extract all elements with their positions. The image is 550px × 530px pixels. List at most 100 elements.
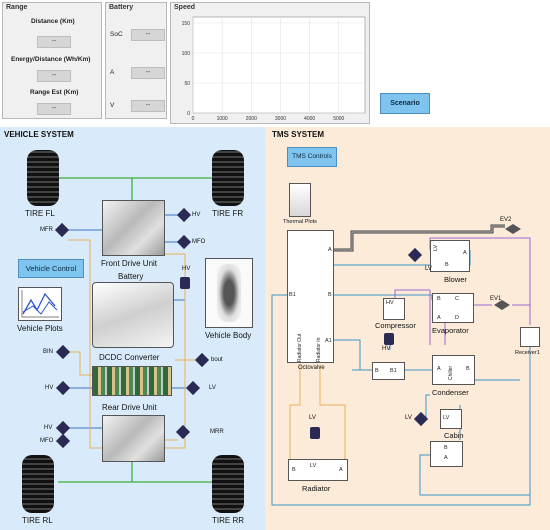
cabin-port-b: B — [444, 445, 448, 451]
scenario-button[interactable]: Scenario — [380, 93, 430, 114]
ev1-valve-icon[interactable] — [494, 300, 502, 310]
octovalve-block[interactable] — [287, 230, 334, 363]
lv-radiator-port-icon[interactable] — [310, 427, 320, 439]
condenser-block[interactable] — [432, 355, 475, 385]
y-tick-label: 150 — [182, 21, 191, 27]
y-tick-label: 0 — [187, 111, 190, 117]
hv-compressor-label: HV — [382, 346, 391, 352]
x-tick-label: 4000 — [304, 116, 315, 122]
cabin-block[interactable] — [440, 409, 462, 429]
vehicle-body-label: Vehicle Body — [205, 331, 252, 340]
condenser-port-a: A — [437, 366, 441, 372]
receiver-label: Receiver1 — [515, 350, 540, 356]
cabin-body-block[interactable] — [430, 441, 463, 467]
blower-block[interactable] — [430, 240, 470, 272]
octo-port-radiator-in: Radiator In — [316, 337, 322, 362]
v-label: V — [110, 102, 115, 109]
front-drive-unit-block[interactable] — [102, 200, 165, 256]
soc-display: -- — [131, 29, 165, 41]
chiller-block[interactable] — [372, 362, 405, 380]
plot-area — [192, 16, 366, 114]
blower-port-a: A — [463, 250, 467, 256]
tire-rr-label: TIRE RR — [212, 516, 244, 525]
octo-port-radiator-out: Radiator Out — [297, 333, 303, 362]
tire-fr-icon[interactable] — [212, 150, 244, 206]
rear-drive-unit-block[interactable] — [102, 415, 165, 462]
battery-block[interactable] — [92, 282, 174, 348]
blower-label: Blower — [444, 275, 467, 284]
vehicle-control-button[interactable]: Vehicle Control — [18, 259, 84, 278]
car-icon — [217, 264, 241, 322]
evaporator-block[interactable] — [432, 293, 474, 323]
energy-display: -- — [37, 70, 71, 82]
mrr-port-label: MRR — [210, 429, 224, 435]
hv-rear-port-label: HV — [44, 425, 53, 431]
vehicle-plots-block[interactable] — [18, 287, 62, 321]
ev1-label: EV1 — [490, 296, 502, 302]
compressor-block[interactable] — [383, 298, 405, 320]
thermal-plots-label: Thermal Plots — [283, 219, 317, 225]
bout-port-label: bout — [211, 357, 223, 363]
x-tick-label: 5000 — [333, 116, 344, 122]
tire-fl-icon[interactable] — [27, 150, 59, 206]
lv-blower-label: LV — [425, 266, 432, 272]
radiator-block[interactable] — [288, 459, 348, 481]
soc-label: SoC — [110, 31, 123, 38]
tire-fr-label: TIRE FR — [212, 209, 244, 218]
front-drive-unit-label: Front Drive Unit — [101, 259, 158, 268]
distance-display: -- — [37, 36, 71, 48]
compressor-label: Compressor — [375, 321, 416, 330]
condenser-chiller-text: Chiller — [448, 365, 454, 380]
hv-front-port-label: HV — [192, 212, 201, 218]
ev2-valve-icon[interactable] — [505, 224, 513, 234]
dcdc-converter-label: DCDC Converter — [99, 353, 160, 362]
v-display: -- — [131, 100, 165, 112]
octo-port-b-mid: B — [328, 292, 332, 298]
x-tick-label: 0 — [192, 116, 195, 122]
energy-label: Energy/Distance (Wh/Km) — [11, 56, 91, 63]
tire-rl-label: TIRE RL — [22, 516, 53, 525]
chiller-port-b: B — [375, 368, 379, 374]
blower-port-lv: LV — [433, 244, 440, 252]
evaporator-port-d: D — [455, 315, 459, 321]
battery-label: Battery — [118, 272, 144, 281]
hv-dcdc-port-label: HV — [45, 385, 54, 391]
chiller-port-b1: B1 — [390, 368, 397, 374]
x-tick-label: 3000 — [275, 116, 286, 122]
tire-rl-icon[interactable] — [22, 455, 54, 513]
lv-radiator-label: LV — [309, 415, 316, 421]
distance-label: Distance (Km) — [31, 18, 75, 25]
evaporator-port-c: C — [455, 296, 459, 302]
dcdc-converter-block[interactable] — [92, 366, 172, 396]
receiver-block[interactable] — [520, 327, 540, 347]
thermal-plots-block[interactable] — [289, 183, 311, 217]
hv-battery-port-label: HV — [182, 266, 191, 272]
octovalve-label: Octovalve — [298, 365, 325, 371]
mfo-rear-port-label: MFO — [40, 438, 54, 444]
cabin-label: Cabin — [444, 431, 464, 440]
evaporator-port-a: A — [437, 315, 441, 321]
octo-port-a-top: A — [328, 247, 332, 253]
rear-drive-unit-label: Rear Drive Unit — [102, 403, 157, 412]
plot-icon — [21, 290, 59, 318]
radiator-port-a: A — [339, 467, 343, 473]
tms-controls-button[interactable]: TMS Controls — [287, 147, 337, 167]
x-tick-label: 2000 — [246, 116, 257, 122]
tire-rr-icon[interactable] — [212, 455, 244, 513]
battery-panel: Battery SoC -- A -- V -- — [105, 2, 167, 119]
y-tick-label: 50 — [184, 81, 190, 87]
battery-panel-title: Battery — [109, 4, 134, 11]
compressor-port-hv: HV — [386, 300, 394, 306]
x-tick-label: 1000 — [217, 116, 228, 122]
range-panel: Range Distance (Km) -- Energy/Distance (… — [2, 2, 102, 119]
tms-system-title: TMS SYSTEM — [272, 130, 325, 139]
a-label: A — [110, 69, 115, 76]
hv-battery-port-icon[interactable] — [180, 277, 190, 289]
range-panel-title: Range — [6, 4, 28, 11]
lv-cabin-label: LV — [405, 415, 412, 421]
cabin-port-a: A — [444, 455, 448, 461]
radiator-port-b: B — [292, 467, 296, 473]
hv-compressor-port-icon[interactable] — [384, 333, 394, 345]
